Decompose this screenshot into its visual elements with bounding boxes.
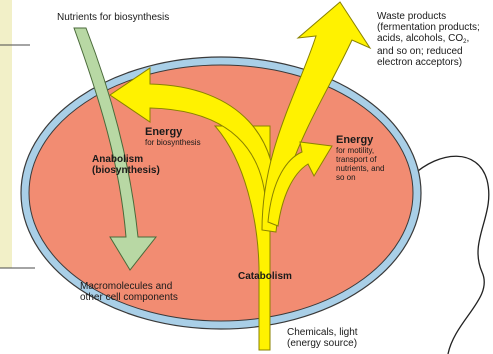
energy-right-desc-3: nutrients, and (336, 164, 384, 173)
catabolism-label: Catabolism (238, 271, 292, 282)
energy-biosynthesis-label: Energy for biosynthesis (145, 126, 201, 147)
waste-line-1: Waste products (377, 11, 480, 22)
anabolism-label: Anabolism (biosynthesis) (92, 154, 160, 176)
waste-line-2: (fermentation products; (377, 22, 480, 33)
macromolecules-label: Macromolecules and other cell components (80, 281, 178, 303)
flagellum (412, 156, 489, 354)
energy-right-desc-2: transport of (336, 155, 384, 164)
energy-right-desc-1: for motility, (336, 146, 384, 155)
energy-source-label: Chemicals, light (energy source) (287, 327, 358, 349)
macromolecules-line-1: Macromolecules and (80, 281, 178, 292)
anabolism-line-2: (biosynthesis) (92, 165, 160, 176)
waste-line-4: and so on; reduced (377, 46, 480, 57)
energy-left-title: Energy (145, 126, 201, 138)
side-panel (0, 0, 12, 268)
waste-line-3-text: acids, alcohols, CO (377, 33, 463, 44)
chemicals-line-1: Chemicals, light (287, 327, 358, 338)
nutrients-label: Nutrients for biosynthesis (57, 12, 169, 23)
energy-motility-label: Energy for motility, transport of nutrie… (336, 134, 384, 182)
waste-line-3: acids, alcohols, CO2, (377, 33, 480, 46)
macromolecules-line-2: other cell components (80, 292, 178, 303)
waste-products-label: Waste products (fermentation products; a… (377, 11, 480, 68)
co2-subscript: 2 (463, 39, 466, 45)
chemicals-line-2: (energy source) (287, 338, 358, 349)
anabolism-line-1: Anabolism (92, 154, 160, 165)
waste-line-5: electron acceptors) (377, 57, 480, 68)
energy-right-desc-4: so on (336, 173, 384, 182)
energy-left-desc: for biosynthesis (145, 138, 201, 147)
energy-right-title: Energy (336, 134, 384, 146)
